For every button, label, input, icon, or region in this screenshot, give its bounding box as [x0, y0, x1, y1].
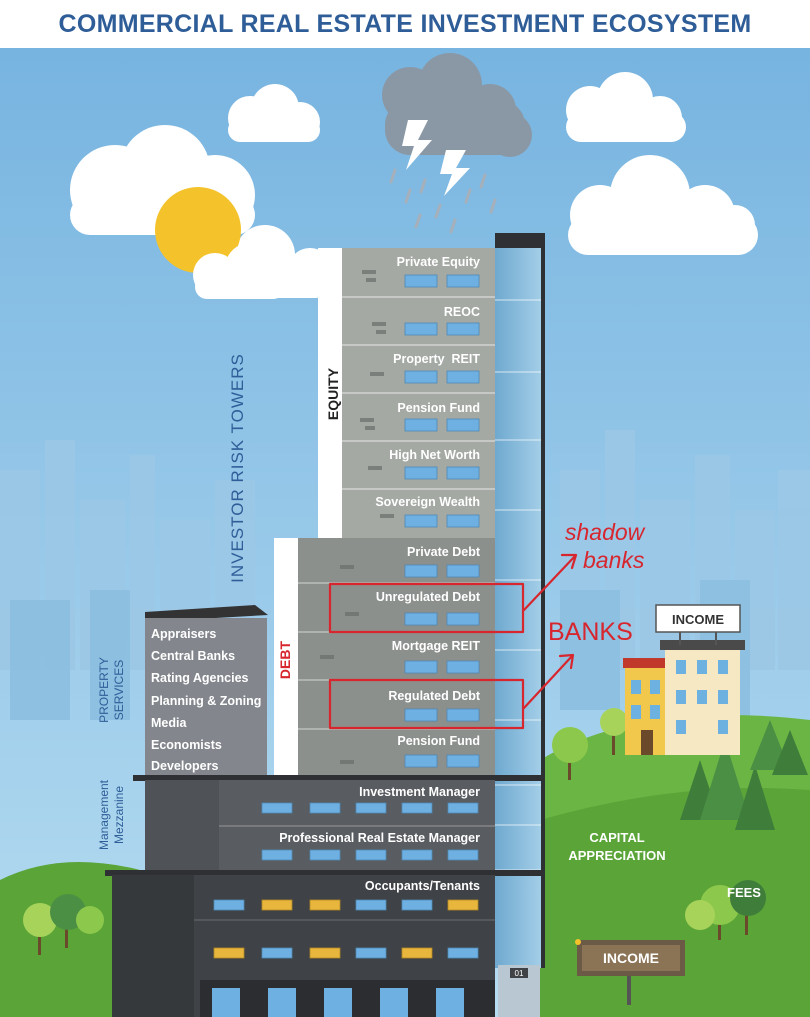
arrow-to-shadow-banks [522, 553, 578, 612]
tree-cluster-right [552, 708, 808, 940]
service-item: Appraisers [151, 627, 216, 641]
fees-label: FEES [727, 885, 761, 900]
capital-appreciation-line2: APPRECIATION [568, 848, 665, 863]
sun-icon [155, 187, 241, 273]
floor-professional-re-manager: Professional Real Estate Manager [279, 831, 480, 845]
floor-reoc: REOC [444, 305, 480, 319]
floor-pension-fund-debt: Pension Fund [397, 734, 480, 748]
lightning-icon [402, 120, 432, 170]
lightning-icon-2 [440, 150, 470, 196]
hill-left [0, 862, 140, 1017]
income-label-top: INCOME [672, 612, 724, 627]
floor-property-reit: Property REIT [393, 352, 480, 366]
equity-band [318, 248, 342, 538]
banks-annotation: BANKS [548, 618, 633, 646]
regulated-debt-highlight [328, 678, 525, 730]
floor-sovereign-wealth: Sovereign Wealth [375, 495, 480, 509]
floor-investment-manager: Investment Manager [359, 785, 480, 799]
arrow-to-banks [522, 653, 575, 710]
floor-regulated-debt: Regulated Debt [388, 689, 481, 703]
property-services-label-1: PROPERTY [97, 657, 111, 723]
tree-cluster-left [23, 894, 104, 955]
page-title: COMMERCIAL REAL ESTATE INVESTMENT ECOSYS… [0, 0, 810, 48]
storm-cloud-icon [382, 53, 532, 234]
income-sign-top [655, 604, 741, 633]
service-item: Central Banks [151, 649, 235, 663]
floor-occupants-tenants: Occupants/Tenants [365, 879, 480, 893]
service-item: Developers [151, 759, 218, 773]
shadow-banks-line2: banks [583, 547, 645, 573]
income-house [623, 640, 745, 755]
debt-band [274, 538, 298, 776]
ecosystem-illustration: INCOME CAPITAL APPRECIATION FEES INCOME … [0, 48, 810, 1017]
cloud-left-small [228, 84, 320, 142]
door-number: 01 [515, 969, 524, 978]
service-item: Media [151, 716, 187, 730]
service-item: Economists [151, 738, 222, 752]
property-services-building [145, 605, 268, 778]
shadow-banks-line1: shadow [565, 519, 646, 545]
debt-label: DEBT [277, 641, 293, 680]
management-label-1: Management [97, 779, 111, 850]
unregulated-debt-highlight [328, 582, 525, 634]
service-item: Rating Agencies [151, 671, 249, 685]
cloud-right-mid [568, 155, 758, 255]
income-label-bottom: INCOME [603, 950, 659, 966]
floor-private-equity: Private Equity [397, 255, 480, 269]
service-item: Planning & Zoning [151, 694, 261, 708]
floor-unregulated-debt: Unregulated Debt [376, 590, 481, 604]
floor-mortgage-reit: Mortgage REIT [392, 639, 481, 653]
investor-risk-towers-label: INVESTOR RISK TOWERS [228, 353, 247, 583]
cloud-right-top [566, 72, 686, 142]
tower-windows [404, 274, 480, 768]
floor-private-debt: Private Debt [407, 545, 481, 559]
floor-pension-fund-equity: Pension Fund [397, 401, 480, 415]
floor-high-net-worth: High Net Worth [389, 448, 480, 462]
management-label-2: Mezzanine [112, 786, 126, 844]
equity-label: EQUITY [325, 367, 341, 420]
capital-appreciation-line1: CAPITAL [589, 830, 644, 845]
glass-tower [495, 233, 545, 968]
property-services-list: Appraisers Central Banks Rating Agencies… [151, 627, 261, 773]
property-services-label-2: SERVICES [112, 660, 126, 720]
